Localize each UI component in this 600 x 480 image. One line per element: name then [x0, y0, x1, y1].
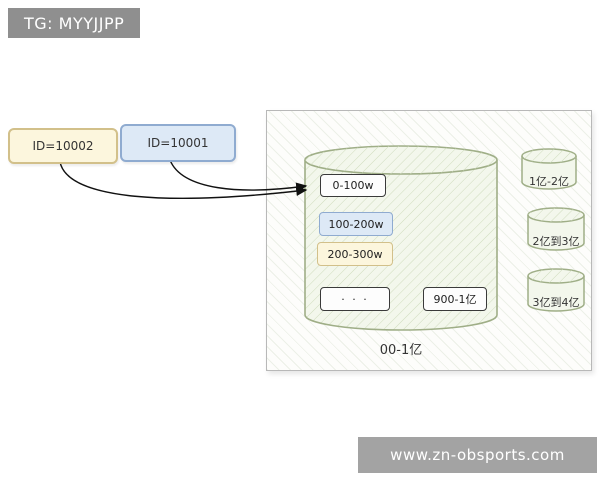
node-id-10002: ID=10002	[8, 128, 118, 164]
shard-box-200-300w: 200-300w	[317, 242, 393, 266]
watermark-site-badge: www.zn-obsports.com	[358, 437, 597, 473]
watermark-tg-badge: TG: MYYJJPP	[8, 8, 141, 38]
secondary-cylinder-2-label: 2亿到3亿	[532, 235, 580, 248]
secondary-cylinder-1-label: 1亿-2亿	[529, 175, 569, 188]
shard-box-0-100w: 0-100w	[320, 174, 386, 197]
main-cylinder-label: 00-1亿	[379, 343, 423, 358]
secondary-cylinder-3-label: 3亿到4亿	[532, 296, 580, 309]
node-id-10001: ID=10001	[120, 124, 236, 162]
shard-box-100-200w: 100-200w	[319, 212, 393, 236]
shard-box-900-1yi: 900-1亿	[423, 287, 487, 311]
shard-box-ellipsis: · · ·	[320, 287, 390, 311]
